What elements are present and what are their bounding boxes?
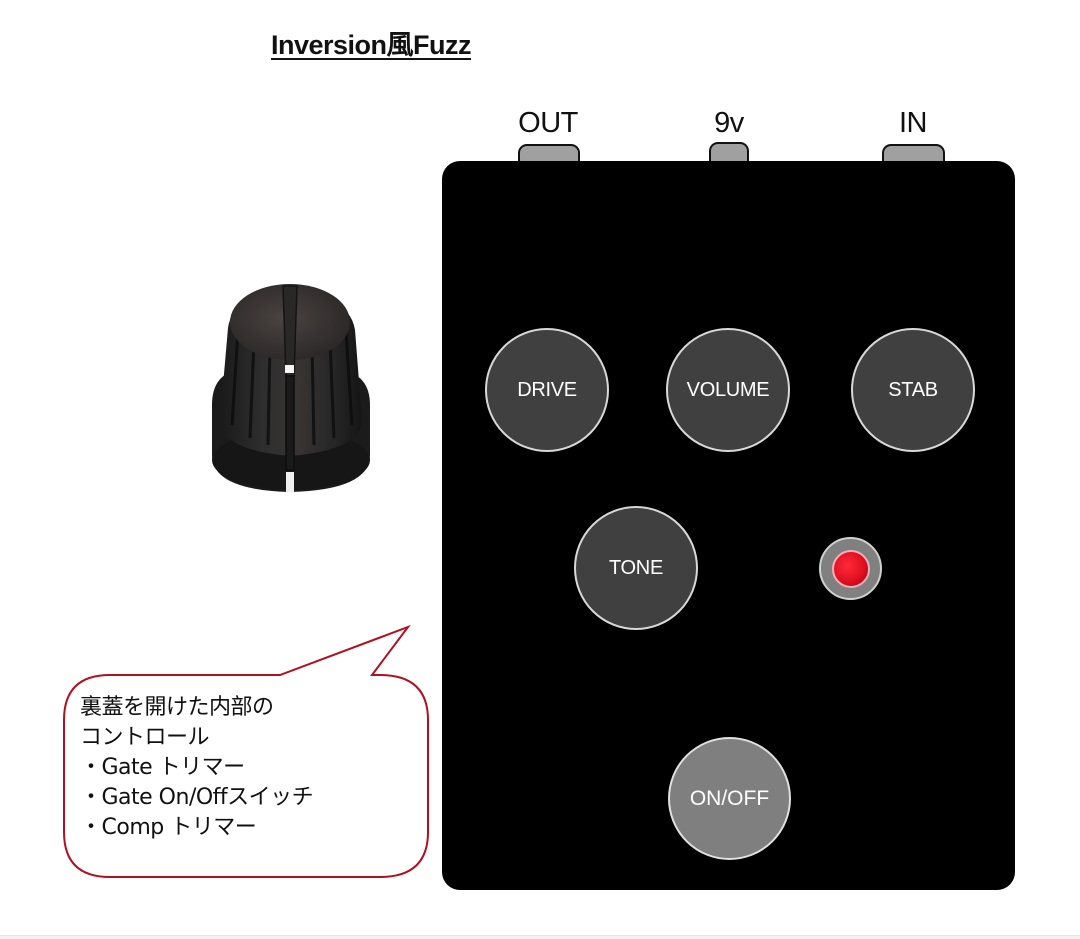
volume-knob-label: VOLUME [686,378,770,401]
drive-knob-label: DRIVE [517,378,577,401]
in-jack-label: IN [899,107,928,139]
tone-knob-label: TONE [609,556,663,579]
footswitch-label: ON/OFF [689,786,770,810]
callout-line: ・Gate On/Offスイッチ [80,785,314,810]
callout-line: ・Gate トリマー [80,755,245,780]
page-title: Inversion風Fuzz [271,30,472,60]
power-jack-label: 9v [714,107,744,139]
callout-line: ・Comp トリマー [80,815,257,840]
stab-knob[interactable]: STAB [851,328,975,452]
tone-knob[interactable]: TONE [574,506,698,630]
led-bezel [819,537,882,600]
footswitch-button[interactable]: ON/OFF [668,737,791,860]
led-indicator-icon [832,550,870,588]
knob-photo-icon [212,284,370,492]
drive-knob[interactable]: DRIVE [485,328,609,452]
callout-bubble [63,624,429,878]
bottom-border [0,935,1080,939]
stab-knob-label: STAB [888,378,938,401]
in-jack [882,144,945,164]
callout-line: コントロール [80,725,210,750]
callout-line: 裏蓋を開けた内部の [80,695,274,720]
callout-text: 裏蓋を開けた内部の コントロール ・Gate トリマー ・Gate On/Off… [80,693,314,843]
out-jack [518,144,580,164]
out-jack-label: OUT [518,107,578,139]
volume-knob[interactable]: VOLUME [666,328,790,452]
power-jack [709,142,749,164]
